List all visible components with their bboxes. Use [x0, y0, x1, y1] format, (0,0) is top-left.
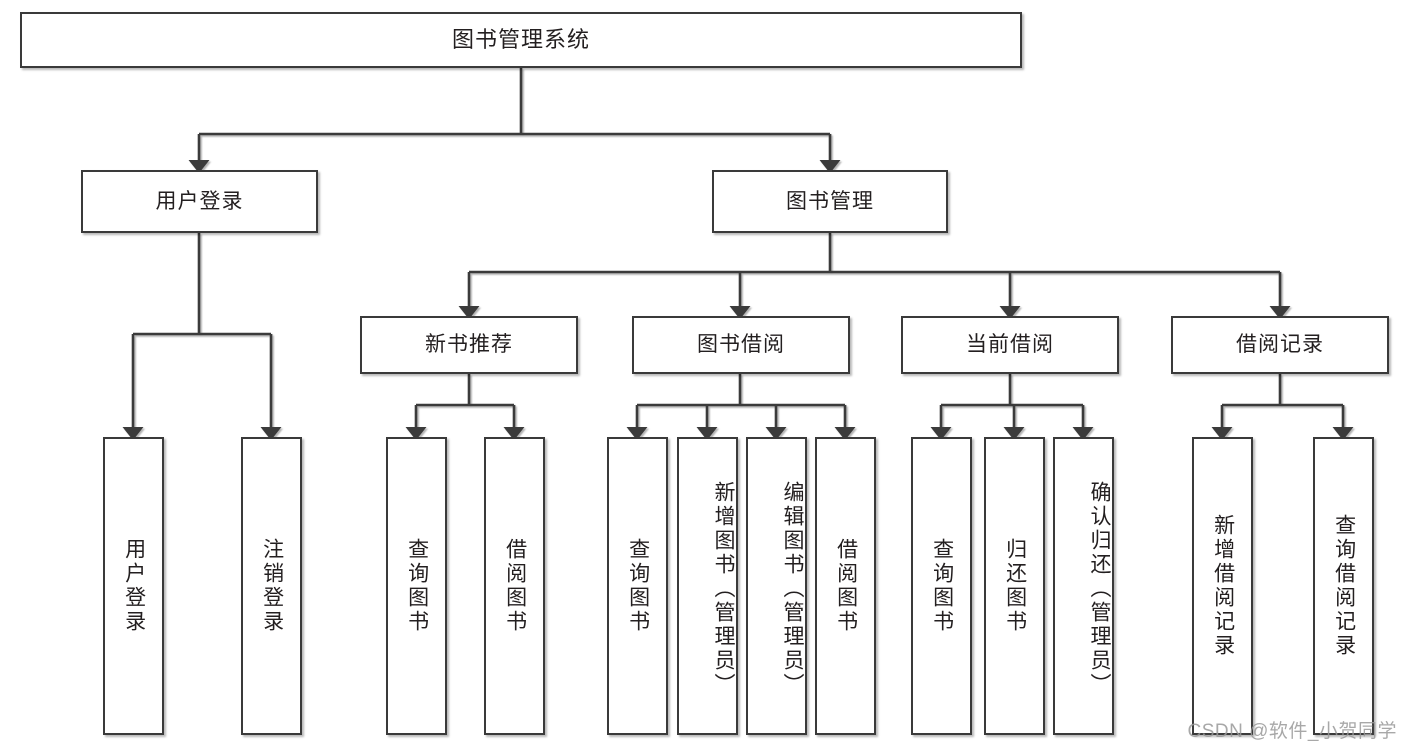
leaf-query-book[interactable]: 查询图书	[607, 437, 668, 735]
leaf-query-borrow-record-label: 查询借阅记录	[1332, 514, 1356, 658]
leaf-user-logout-label: 注销登录	[260, 538, 284, 634]
leaf-confirm-return-admin[interactable]: 确认归还（管理员）	[1053, 437, 1114, 735]
root-node-library-system[interactable]: 图书管理系统	[20, 12, 1022, 68]
node-user-login[interactable]: 用户登录	[81, 170, 318, 233]
leaf-query-book-recommend-label: 查询图书	[405, 538, 429, 634]
leaf-query-book-label: 查询图书	[626, 538, 650, 634]
root-node-label: 图书管理系统	[451, 26, 590, 52]
leaf-add-book-admin-label: 新增图书（管理员）	[712, 481, 735, 697]
node-current-borrow[interactable]: 当前借阅	[901, 316, 1119, 374]
leaf-user-logout[interactable]: 注销登录	[241, 437, 302, 735]
leaf-add-book-admin[interactable]: 新增图书（管理员）	[677, 437, 738, 735]
node-current-borrow-label: 当前借阅	[966, 333, 1054, 357]
node-new-book-recommend-label: 新书推荐	[425, 333, 513, 357]
node-book-management[interactable]: 图书管理	[712, 170, 948, 233]
leaf-borrow-book-label: 借阅图书	[834, 538, 858, 634]
leaf-query-borrow-record[interactable]: 查询借阅记录	[1313, 437, 1374, 735]
node-new-book-recommend[interactable]: 新书推荐	[360, 316, 578, 374]
leaf-return-book-label: 归还图书	[1003, 538, 1027, 634]
leaf-add-borrow-record-label: 新增借阅记录	[1211, 514, 1235, 658]
leaf-edit-book-admin-label: 编辑图书（管理员）	[781, 481, 804, 697]
node-borrow-record-label: 借阅记录	[1236, 333, 1324, 357]
node-book-borrow-label: 图书借阅	[697, 333, 785, 357]
leaf-borrow-book-recommend-label: 借阅图书	[503, 538, 527, 634]
leaf-edit-book-admin[interactable]: 编辑图书（管理员）	[746, 437, 807, 735]
node-borrow-record[interactable]: 借阅记录	[1171, 316, 1389, 374]
leaf-query-book-recommend[interactable]: 查询图书	[386, 437, 447, 735]
leaf-user-login[interactable]: 用户登录	[103, 437, 164, 735]
node-book-management-label: 图书管理	[786, 189, 874, 213]
node-user-login-label: 用户登录	[155, 189, 244, 213]
leaf-user-login-label: 用户登录	[122, 538, 146, 634]
leaf-return-book[interactable]: 归还图书	[984, 437, 1045, 735]
leaf-borrow-book-recommend[interactable]: 借阅图书	[484, 437, 545, 735]
leaf-query-book-current-label: 查询图书	[930, 538, 954, 634]
leaf-borrow-book[interactable]: 借阅图书	[815, 437, 876, 735]
node-book-borrow[interactable]: 图书借阅	[632, 316, 850, 374]
leaf-query-book-current[interactable]: 查询图书	[911, 437, 972, 735]
leaf-confirm-return-admin-label: 确认归还（管理员）	[1088, 481, 1111, 697]
leaf-add-borrow-record[interactable]: 新增借阅记录	[1192, 437, 1253, 735]
csdn-watermark: CSDN @软件_小贺同学	[1187, 721, 1397, 742]
